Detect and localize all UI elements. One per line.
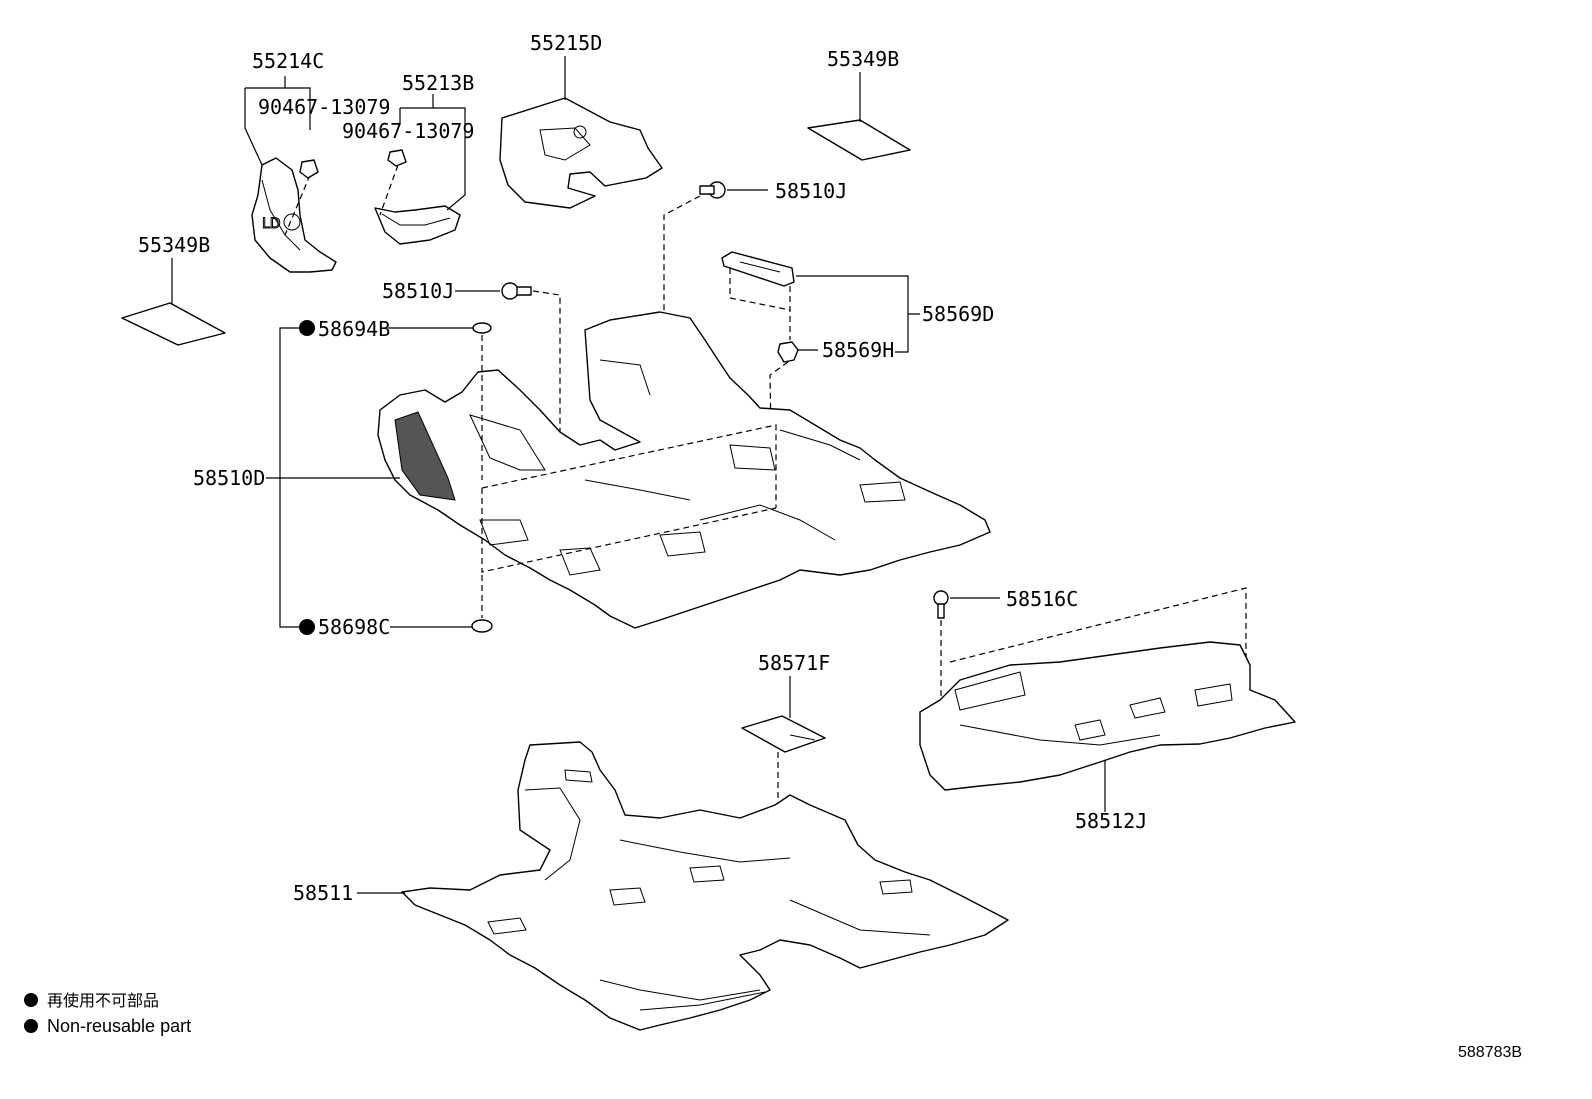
part-58569D-cover <box>721 251 795 287</box>
part-58511 <box>401 741 1009 1031</box>
part-58510D-carpet <box>377 311 991 629</box>
clip-58510J-top <box>699 181 726 199</box>
non-reusable-dot-58694B <box>299 320 315 336</box>
dash-clip-a <box>284 174 311 236</box>
part-58571F <box>741 715 826 753</box>
clip-58569H <box>777 341 799 363</box>
label-90467-a: 90467-13079 <box>258 95 390 119</box>
label-58694B: 58694B <box>318 317 390 341</box>
part-55215D <box>499 97 663 209</box>
label-55215D: 55215D <box>530 31 602 55</box>
bracket-55214C <box>244 87 311 166</box>
dash-clip-b <box>379 164 399 216</box>
dash-58510J-top <box>663 195 701 420</box>
clip-58516C <box>933 590 949 619</box>
label-58698C: 58698C <box>318 615 390 639</box>
diagram-code: 588783B <box>1458 1044 1522 1061</box>
dash-58569D <box>729 268 791 340</box>
label-55214C: 55214C <box>252 49 324 73</box>
label-90467-b: 90467-13079 <box>342 119 474 143</box>
label-55349B-left: 55349B <box>138 233 210 257</box>
non-reusable-dot-58698C <box>299 619 315 635</box>
legend: 再使用不可部品 Non-reusable part <box>24 991 191 1036</box>
label-58511: 58511 <box>293 881 353 905</box>
clip-58510J-mid <box>501 282 532 300</box>
label-58569H: 58569H <box>822 338 894 362</box>
part-55214C: LD <box>251 157 337 273</box>
bracket-58569D <box>796 275 920 353</box>
part-55349B-top <box>807 119 911 161</box>
label-55349B-top: 55349B <box>827 47 899 71</box>
clip-58694B <box>472 322 492 334</box>
legend-dot-en <box>24 1019 38 1033</box>
bracket-58510D <box>266 327 400 628</box>
part-55349B-left <box>121 302 226 346</box>
legend-dot-jp <box>24 993 38 1007</box>
clip-90467-a <box>299 159 319 179</box>
dash-58510D-box <box>481 424 777 573</box>
clip-58698C <box>471 619 493 633</box>
dash-58510J-mid <box>532 290 561 440</box>
legend-non-reusable-en: Non-reusable part <box>47 1016 191 1036</box>
label-58512J: 58512J <box>1075 809 1147 833</box>
label-58571F: 58571F <box>758 651 830 675</box>
clip-90467-b <box>387 149 407 167</box>
label-58510D: 58510D <box>193 466 265 490</box>
part-55213B <box>374 205 461 245</box>
label-58510J-mid: 58510J <box>382 279 454 303</box>
label-58569D: 58569D <box>922 302 994 326</box>
label-55213B: 55213B <box>402 71 474 95</box>
legend-non-reusable-jp: 再使用不可部品 <box>47 991 159 1010</box>
part-58512J <box>919 641 1296 791</box>
label-58516C: 58516C <box>1006 587 1078 611</box>
label-58510J-top: 58510J <box>775 179 847 203</box>
svg-text:LD: LD <box>262 216 281 232</box>
